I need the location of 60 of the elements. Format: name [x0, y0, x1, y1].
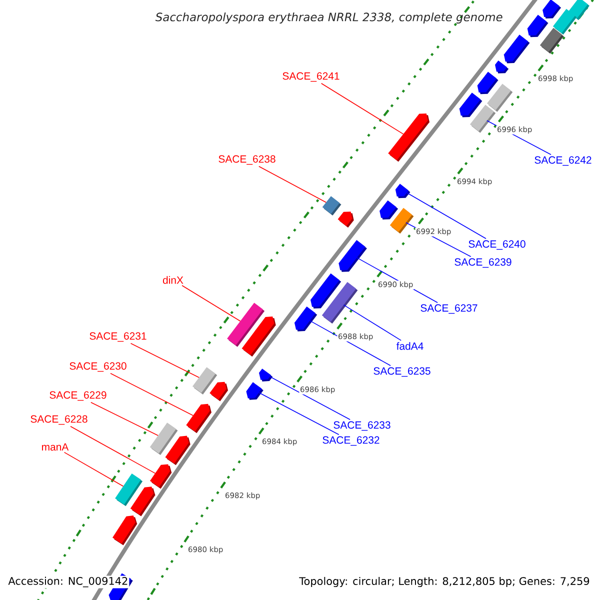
gene-block	[186, 404, 212, 434]
gene-block	[504, 34, 530, 64]
gene-block	[112, 515, 138, 546]
gene-label: manA	[42, 443, 69, 451]
gene-block	[258, 368, 273, 382]
gene-label: SACE_6229	[50, 391, 106, 401]
gene-label: SACE_6237	[420, 304, 478, 314]
leader-line	[270, 376, 350, 420]
gene-block	[130, 486, 156, 516]
gene-block	[380, 200, 398, 220]
gene-block	[477, 72, 498, 94]
gene-block	[322, 282, 358, 324]
leader-line	[406, 192, 486, 240]
gene-label: fadA4	[396, 342, 424, 350]
leader-line	[64, 452, 124, 487]
gene-block	[527, 14, 548, 38]
gene-block	[495, 60, 509, 74]
leader-line	[258, 166, 326, 203]
gene-block	[540, 28, 564, 54]
gene-block	[322, 196, 342, 216]
gene-label: SACE_6231	[90, 332, 146, 342]
gene-block	[165, 436, 190, 466]
leader-line	[320, 82, 404, 134]
leader-line	[130, 342, 200, 378]
gene-block	[486, 84, 513, 112]
gene-block	[246, 382, 264, 400]
gene-label: SACE_6240	[468, 240, 526, 250]
gene-label: SACE_6238	[218, 155, 276, 165]
title: Saccharopolyspora erythraea NRRL 2338, complete genome	[155, 12, 502, 24]
gene-block	[294, 306, 318, 332]
footer-text: Topology: circular; Length: 8,212,805 bp; Genes: 7,259	[298, 576, 591, 588]
leader-line	[182, 285, 241, 322]
gene-block	[388, 114, 430, 162]
gene-block	[542, 0, 562, 19]
gene-label: SACE_6239	[454, 258, 512, 268]
gene-block	[210, 382, 228, 402]
leader-line	[343, 304, 402, 341]
gene-block	[552, 8, 577, 35]
gene-block	[338, 212, 354, 228]
gene-label: dinX	[162, 276, 184, 284]
gene-label: SACE_6242	[534, 156, 592, 166]
gene-label: SACE_6235	[374, 367, 430, 377]
gene-block	[395, 184, 410, 198]
gene-block	[338, 240, 367, 272]
leader-line	[258, 392, 340, 436]
gene-label: SACE_6228	[30, 415, 88, 425]
gene-block	[459, 92, 482, 118]
gene-block	[390, 208, 414, 234]
gene-label: SACE_6232	[322, 436, 380, 446]
gene-block	[242, 316, 276, 357]
leader-line	[70, 426, 156, 474]
gene-block	[150, 464, 172, 489]
gene-label: SACE_6241	[282, 72, 340, 82]
gene-block	[470, 104, 496, 133]
leader-line	[90, 402, 158, 436]
gene-label: SACE_6230	[70, 362, 126, 372]
gene-label: SACE_6233	[334, 421, 390, 431]
footer-text: Accession: NC_009142	[7, 576, 130, 588]
leader-line	[309, 320, 391, 366]
leader-line	[110, 372, 194, 416]
